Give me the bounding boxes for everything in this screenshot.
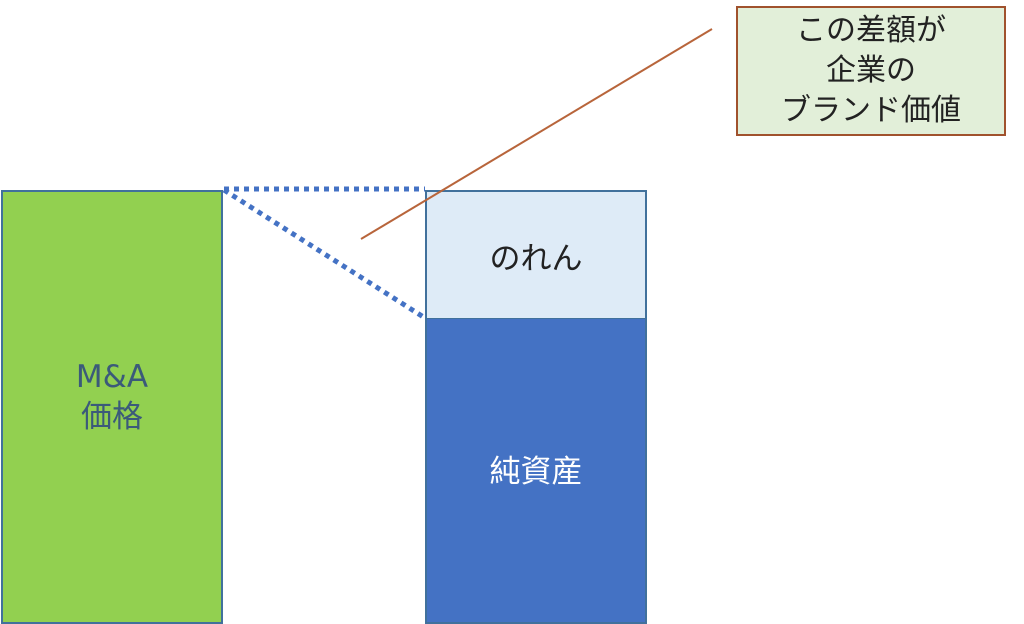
- dotted-connector-diagonal: [222, 187, 427, 321]
- callout-leader-line: [360, 28, 713, 240]
- net-assets-block: 純資産: [425, 318, 647, 624]
- goodwill-block: のれん: [425, 190, 647, 318]
- brand-value-callout: この差額が 企業の ブランド価値: [736, 6, 1006, 136]
- ma-price-block: M&A 価格: [1, 190, 223, 624]
